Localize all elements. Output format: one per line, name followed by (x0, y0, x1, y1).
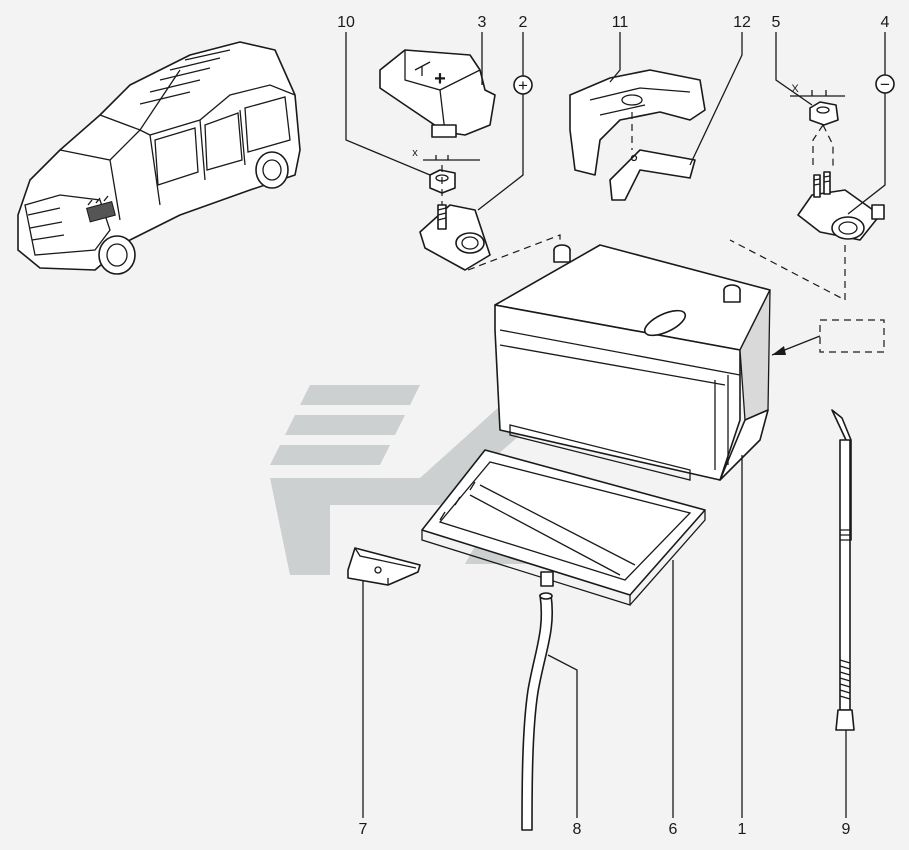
negative-terminal-assembly (797, 101, 885, 241)
battery-tray (421, 449, 706, 606)
callout-3: 3 (478, 14, 487, 31)
hold-down-bracket (347, 547, 421, 586)
callout-4: 4 (881, 14, 890, 31)
plus-sign: + (518, 76, 528, 95)
torque-label-negative: X (791, 83, 799, 95)
callout-5: 5 (772, 14, 781, 31)
vehicle-illustration (17, 41, 301, 275)
torque-label-positive: x (412, 147, 418, 159)
minus-sign: − (880, 75, 890, 94)
leader-lines (345, 32, 886, 818)
positive-terminal-assembly (379, 49, 496, 271)
drain-hose (521, 592, 554, 831)
clamp-rod (831, 409, 855, 731)
cable-bracket (569, 69, 706, 201)
callout-8: 8 (573, 821, 582, 838)
callout-1: 1 (738, 821, 747, 838)
callout-11: 11 (612, 14, 629, 31)
polarity-symbols: + − + (434, 68, 895, 95)
callout-2: 2 (519, 14, 528, 31)
assembly-guide-lines (441, 112, 885, 356)
callout-12: 12 (733, 14, 751, 31)
callout-numbers: 10 3 2 11 12 5 4 7 8 6 1 9 (337, 14, 889, 838)
callout-6: 6 (669, 821, 678, 838)
callout-9: 9 (842, 821, 851, 838)
callout-7: 7 (359, 821, 368, 838)
callout-10: 10 (337, 14, 355, 31)
battery (494, 244, 771, 481)
cover-plus-mark: + (434, 68, 446, 90)
